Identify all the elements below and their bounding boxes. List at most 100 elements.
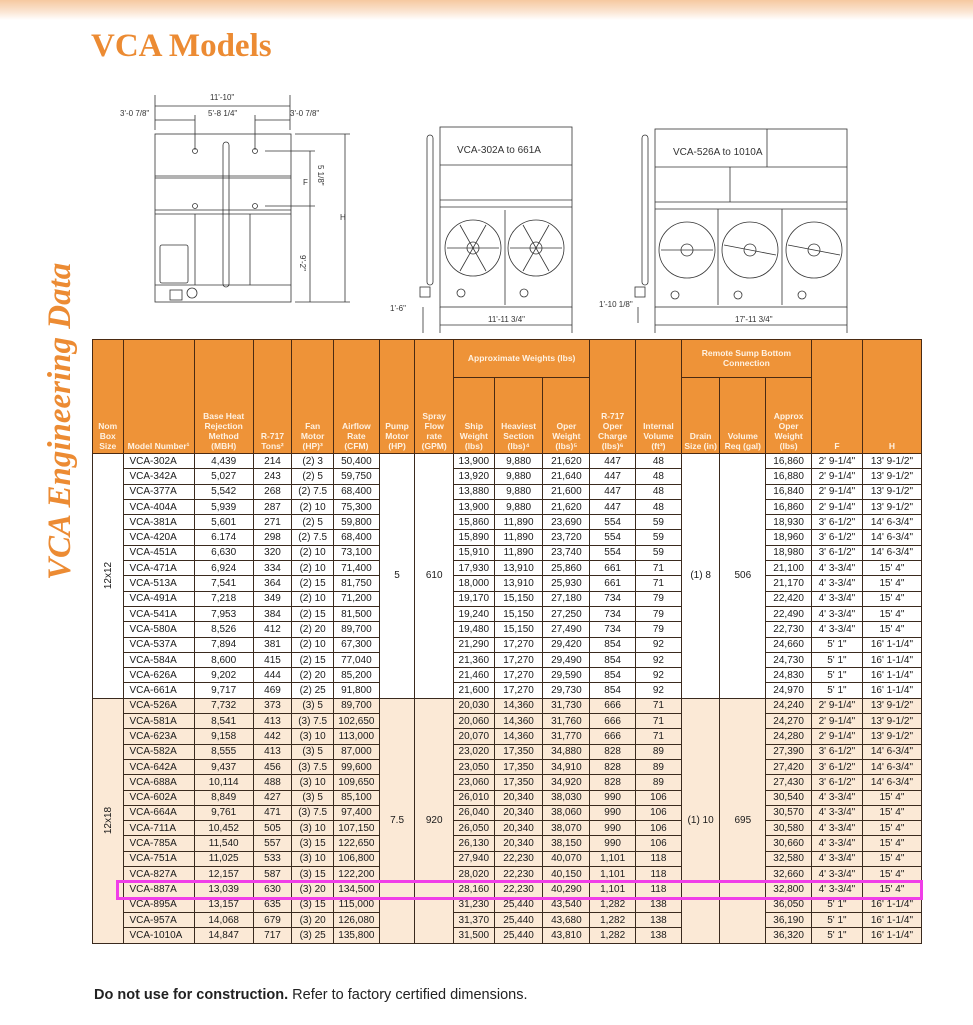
cell-sump-weight: 24,660: [765, 636, 812, 653]
cell-ship: 15,860: [453, 514, 495, 531]
cell-fan: (2) 10: [291, 560, 334, 577]
cell-oper: 27,490: [542, 621, 591, 638]
cell-fan: (2) 10: [291, 590, 334, 607]
cell-sump-weight: 24,240: [765, 697, 812, 715]
cell-ship: 18,000: [453, 575, 495, 592]
cell-sump-weight: 36,190: [765, 911, 812, 929]
cell-f: 4' 3-3/4": [811, 850, 863, 868]
cell-ship: 21,600: [453, 682, 495, 699]
cell-h: 15' 4": [861, 605, 923, 623]
cell-ship: 31,500: [453, 927, 495, 944]
cell-tons: 505: [252, 820, 293, 837]
cell-f: 2' 9-1/4": [811, 728, 863, 745]
cell-sump-weight: 22,420: [765, 590, 812, 607]
cell-f: 4' 3-3/4": [811, 605, 863, 623]
cell-mbh: 10,114: [193, 774, 254, 791]
cell-sump-weight: 27,430: [765, 774, 812, 791]
cell-model: VCA-581A: [122, 713, 195, 730]
cell-charge: 990: [589, 835, 637, 852]
cell-cfm: 109,650: [333, 774, 380, 791]
cell-volume: 59: [635, 529, 682, 546]
cell-charge: 734: [589, 621, 637, 638]
cell-tons: 271: [252, 514, 293, 531]
cell-oper: 21,620: [542, 498, 591, 516]
cell-fan: (2) 15: [291, 605, 334, 623]
cell-h: 14' 6-3/4": [861, 758, 923, 776]
cell-f: 2' 9-1/4": [811, 713, 863, 730]
cell-fan: (2) 20: [291, 667, 334, 684]
cell-volume: 89: [635, 774, 682, 791]
cell-fan: (3) 20: [291, 881, 334, 898]
cell-f: 4' 3-3/4": [811, 804, 863, 822]
dim-overall-width: 11'-10": [210, 93, 234, 102]
cell-h: 13' 9-1/2": [861, 468, 923, 485]
dim-9-2: 9'-2": [298, 255, 307, 271]
cell-fan: (2) 20: [291, 621, 334, 638]
cell-heaviest: 17,270: [493, 651, 544, 669]
cell-oper: 29,590: [542, 667, 591, 684]
cell-model: VCA-642A: [122, 758, 195, 776]
cell-h: 15' 4": [861, 789, 923, 806]
dim-left-offset: 3'-0 7/8": [120, 109, 149, 118]
cell-tons: 635: [252, 896, 293, 913]
cell-volume: 106: [635, 804, 682, 822]
cell-f: 2' 9-1/4": [811, 697, 863, 715]
cell-mbh: 7,218: [193, 590, 254, 607]
cell-f: 4' 3-3/4": [811, 590, 863, 607]
cell-tons: 456: [252, 758, 293, 776]
cell-spray-flow: 610: [414, 453, 454, 699]
dim-center-spacing: 5'-8 1/4": [208, 109, 237, 118]
cell-fan: (3) 5: [291, 743, 334, 760]
cell-fan: (2) 7.5: [291, 483, 334, 500]
cell-h: 16' 1-1/4": [861, 896, 923, 913]
cell-fan: (2) 10: [291, 544, 334, 562]
cell-sump-weight: 16,860: [765, 452, 812, 470]
cell-heaviest: 9,880: [493, 483, 544, 500]
cell-sump-weight: 36,050: [765, 896, 812, 913]
cell-charge: 828: [589, 743, 637, 760]
cell-volume: 59: [635, 544, 682, 562]
cell-charge: 666: [589, 713, 637, 730]
cell-h: 13' 9-1/2": [861, 452, 923, 470]
side-view-large-label: VCA-526A to 1010A: [673, 147, 763, 158]
footer-note: Do not use for construction. Refer to fa…: [94, 987, 528, 1003]
header-volume-req: Volume Req (gal): [719, 377, 767, 454]
cell-ship: 13,920: [453, 468, 495, 485]
cell-model: VCA-887A: [122, 881, 195, 898]
cell-sump-weight: 24,970: [765, 682, 812, 699]
cell-f: 3' 6-1/2": [811, 774, 863, 791]
cell-f: 5' 1": [811, 927, 863, 944]
cell-model: VCA-957A: [122, 911, 195, 929]
cell-f: 4' 3-3/4": [811, 621, 863, 638]
cell-f: 2' 9-1/4": [811, 498, 863, 516]
cell-ship: 19,480: [453, 621, 495, 638]
cell-cfm: 115,000: [333, 896, 380, 913]
cell-heaviest: 17,270: [493, 636, 544, 653]
cell-cfm: 68,400: [333, 483, 380, 500]
cell-heaviest: 15,150: [493, 590, 544, 607]
header-approx-weights: Approximate Weights (lbs): [452, 339, 591, 378]
cell-drain-size: (1) 10: [680, 697, 721, 944]
cell-model: VCA-602A: [122, 789, 195, 806]
cell-volume: 89: [635, 758, 682, 776]
cell-volume: 71: [635, 560, 682, 577]
cell-volume: 71: [635, 575, 682, 592]
header-r717-tons: R-717 Tons²: [252, 339, 293, 454]
cell-heaviest: 22,230: [493, 881, 544, 898]
cell-mbh: 9,437: [193, 758, 254, 776]
cell-f: 2' 9-1/4": [811, 452, 863, 470]
page-title: VCA Models: [91, 28, 272, 64]
cell-charge: 854: [589, 667, 637, 684]
cell-model: VCA-420A: [122, 529, 195, 546]
cell-fan: (2) 25: [291, 682, 334, 699]
cell-model: VCA-584A: [122, 651, 195, 669]
header-approx-oper-weight: Approx Oper Weight (lbs): [765, 377, 812, 454]
header-r717-charge: R-717 Oper Charge (lbs)⁶: [589, 339, 637, 454]
cell-oper: 21,620: [542, 452, 591, 470]
